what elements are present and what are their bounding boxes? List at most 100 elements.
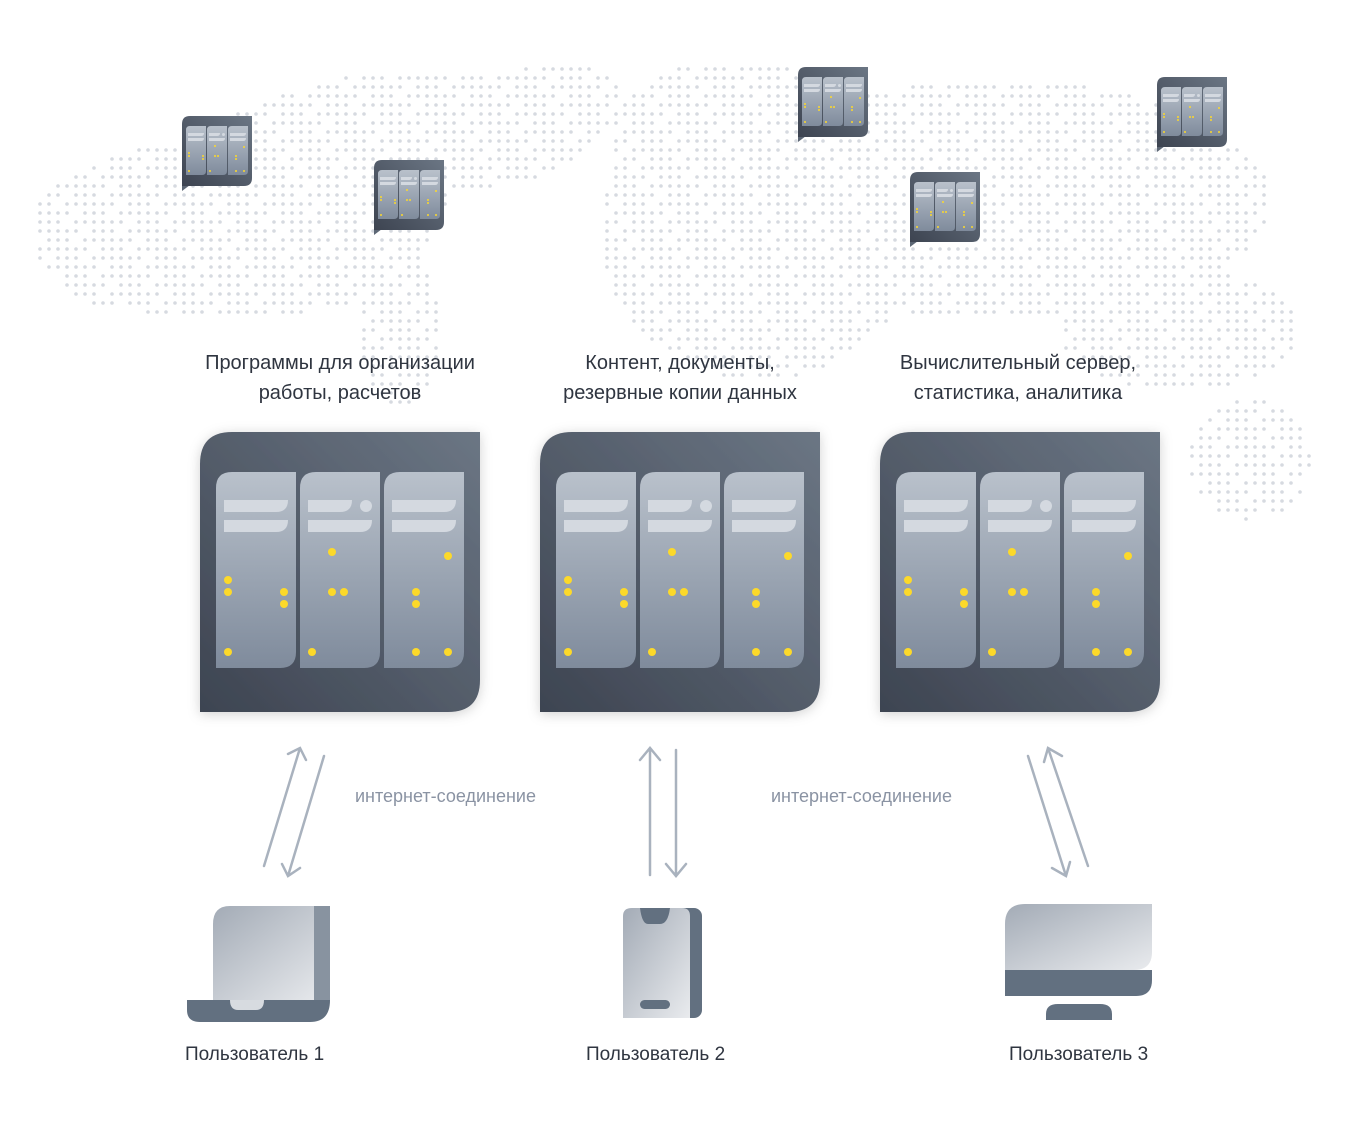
rack-unit — [980, 472, 1060, 668]
status-led — [916, 208, 918, 210]
status-led — [804, 103, 806, 105]
status-led — [427, 214, 429, 216]
rack-unit — [556, 472, 636, 668]
status-led — [859, 121, 861, 123]
status-led — [406, 189, 408, 191]
status-led — [1184, 131, 1186, 133]
status-led — [409, 199, 411, 201]
status-led — [937, 226, 939, 228]
user-label-1: Пользователь 1 — [185, 1044, 325, 1065]
arrow-up-icon — [638, 746, 662, 877]
server-label-3: Вычислительный сервер,статистика, аналит… — [899, 352, 1137, 404]
status-led — [1163, 116, 1165, 118]
rack-unit — [724, 472, 804, 668]
status-led — [648, 648, 656, 656]
server-box-1 — [200, 432, 480, 712]
status-led — [851, 121, 853, 123]
status-led — [412, 588, 420, 596]
status-led — [784, 552, 792, 560]
status-led — [945, 211, 947, 213]
status-led — [444, 648, 452, 656]
rack-unit — [1161, 87, 1181, 136]
status-led — [752, 588, 760, 596]
arrow-up-icon — [1042, 746, 1090, 868]
status-led — [1210, 119, 1212, 121]
rack-unit — [844, 77, 864, 126]
status-led — [224, 576, 232, 584]
status-led — [830, 106, 832, 108]
rack-unit — [935, 182, 955, 231]
status-led — [1192, 116, 1194, 118]
status-led — [620, 600, 628, 608]
connection-label-1: интернет-соединение — [355, 786, 536, 806]
status-led — [188, 170, 190, 172]
status-led — [380, 214, 382, 216]
status-led — [1163, 131, 1165, 133]
connection-label-2: интернет-соединение — [771, 786, 952, 806]
status-led — [1189, 116, 1191, 118]
status-led — [188, 152, 190, 154]
status-led — [930, 214, 932, 216]
rack-unit — [207, 126, 227, 175]
status-led — [963, 226, 965, 228]
map-server-icon-5 — [1157, 77, 1227, 152]
arrows — [262, 746, 1090, 878]
rack-unit — [802, 77, 822, 126]
status-led — [188, 155, 190, 157]
status-led — [960, 588, 968, 596]
status-led — [904, 588, 912, 596]
status-led — [235, 170, 237, 172]
status-led — [427, 202, 429, 204]
status-led — [680, 588, 688, 596]
status-led — [942, 211, 944, 213]
status-led — [851, 109, 853, 111]
status-led — [971, 226, 973, 228]
status-led — [380, 199, 382, 201]
status-led — [620, 588, 628, 596]
status-led — [1092, 648, 1100, 656]
status-led — [1210, 131, 1212, 133]
status-led — [243, 146, 245, 148]
rack-unit — [823, 77, 843, 126]
status-led — [1177, 116, 1179, 118]
status-led — [904, 648, 912, 656]
status-led — [1189, 106, 1191, 108]
status-led — [412, 600, 420, 608]
status-led — [971, 202, 973, 204]
status-led — [328, 588, 336, 596]
arrow-down-icon — [280, 754, 326, 878]
status-led — [214, 145, 216, 147]
status-led — [825, 121, 827, 123]
phone-icon — [623, 908, 702, 1018]
status-led — [401, 214, 403, 216]
status-led — [224, 588, 232, 596]
status-led — [752, 648, 760, 656]
arrow-up-icon — [262, 746, 308, 868]
status-led — [960, 600, 968, 608]
rack-unit — [216, 472, 296, 668]
status-led — [564, 576, 572, 584]
monitor-icon — [1005, 904, 1152, 1020]
status-led — [280, 588, 288, 596]
status-led — [202, 158, 204, 160]
rack-unit — [300, 472, 380, 668]
status-led — [818, 109, 820, 111]
status-led — [859, 97, 861, 99]
status-led — [830, 96, 832, 98]
user-label-3: Пользователь 3 — [1009, 1044, 1149, 1065]
map-server-icon-3 — [798, 67, 868, 142]
rack-unit — [399, 170, 419, 219]
status-led — [564, 588, 572, 596]
status-led — [224, 648, 232, 656]
status-led — [280, 600, 288, 608]
status-led — [963, 211, 965, 213]
status-led — [930, 211, 932, 213]
status-led — [243, 170, 245, 172]
rack-unit — [956, 182, 976, 231]
rack-unit — [384, 472, 464, 668]
map-server-icon-4 — [910, 172, 980, 247]
status-led — [942, 201, 944, 203]
